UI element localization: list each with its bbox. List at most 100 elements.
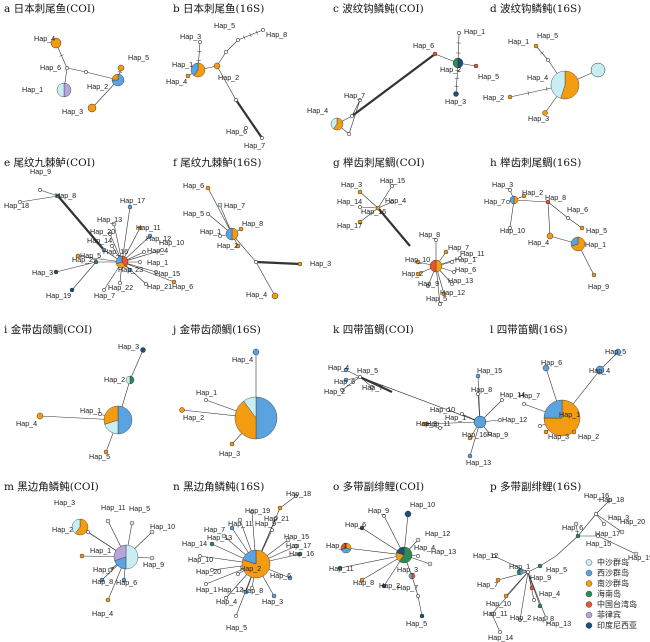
haplotype-node bbox=[508, 226, 512, 230]
haplotype-node bbox=[533, 43, 539, 49]
haplotype-label: Hap_21 bbox=[264, 514, 289, 523]
haplotype-label: Hap_17 bbox=[120, 196, 145, 205]
haplotype-node bbox=[271, 593, 277, 599]
haplotype-node bbox=[171, 279, 177, 285]
haplotype-label: Hap_17 bbox=[337, 221, 362, 230]
haplotype-label: Hap_1 bbox=[200, 227, 221, 236]
haplotype-node bbox=[381, 583, 387, 589]
network-edge bbox=[121, 261, 175, 283]
network-edge bbox=[129, 349, 144, 381]
haplotype-node bbox=[127, 204, 133, 210]
network-edge bbox=[595, 513, 623, 533]
haplotype-label: Hap_4 bbox=[307, 106, 328, 115]
network-edge bbox=[423, 421, 481, 425]
network-edge bbox=[509, 199, 515, 229]
haplotype-node bbox=[50, 37, 62, 49]
haplotype-label: Hap_7 bbox=[204, 525, 225, 534]
haplotype-node bbox=[457, 31, 461, 35]
network-edge bbox=[66, 67, 87, 73]
network-edge bbox=[595, 513, 605, 525]
network-edge bbox=[519, 571, 529, 621]
haplotype-node bbox=[274, 516, 278, 520]
haplotype-node bbox=[427, 561, 433, 567]
haplotype-node bbox=[507, 94, 513, 100]
network-edge bbox=[497, 571, 529, 581]
network-edge bbox=[527, 571, 547, 619]
haplotype-node bbox=[294, 544, 298, 548]
hub-node bbox=[509, 195, 519, 205]
haplotype-label: Hap_15 bbox=[284, 532, 309, 541]
network-edge bbox=[595, 499, 611, 515]
haplotype-label: Hap_2 bbox=[87, 82, 108, 91]
haplotype-label: Hap_5 bbox=[129, 504, 150, 513]
haplotype-label: Hap_4 bbox=[527, 73, 548, 82]
haplotype-label: Hap_3 bbox=[262, 597, 283, 606]
haplotype-node bbox=[137, 225, 143, 231]
haplotype-label: Hap_17 bbox=[286, 541, 311, 550]
haplotype-label: Hap_3 bbox=[492, 180, 513, 189]
haplotype-node bbox=[87, 103, 97, 113]
haplotype-label: Hap_9 bbox=[255, 519, 276, 528]
haplotype-label: Hap_3 bbox=[310, 259, 331, 268]
network-edge bbox=[71, 261, 97, 291]
hub-node bbox=[113, 544, 139, 570]
haplotype-label: Hap_3 bbox=[445, 97, 466, 106]
haplotype-node bbox=[103, 449, 109, 455]
haplotype-node bbox=[542, 364, 550, 372]
haplotype-label: Hap_1 bbox=[147, 258, 168, 267]
haplotype-label: Hap_6 bbox=[567, 205, 588, 214]
haplotype-node bbox=[358, 375, 362, 379]
network-edge bbox=[121, 249, 163, 263]
haplotype-node bbox=[350, 114, 354, 118]
haplotype-label: Hap_2 bbox=[440, 65, 461, 74]
network-edge bbox=[547, 201, 551, 237]
haplotype-label: Hap_6 bbox=[40, 63, 61, 72]
haplotype-label: Hap_3 bbox=[180, 32, 201, 41]
haplotype-label: Hap_4 bbox=[539, 589, 560, 598]
network-edge bbox=[55, 261, 97, 273]
haplotype-label: Hap_5 bbox=[128, 53, 149, 62]
haplotype-label: Hap_2 bbox=[217, 241, 238, 250]
panel-title-b: b 日本刺尾鱼(16S) bbox=[173, 2, 264, 15]
haplotype-node bbox=[198, 554, 202, 558]
haplotype-node bbox=[337, 565, 343, 571]
haplotype-label: Hap_7 bbox=[344, 91, 365, 100]
haplotype-label: Hap_10 bbox=[410, 500, 435, 509]
panel-title-m: m 黑边角鳞鲀(COI) bbox=[4, 480, 99, 493]
network-edge bbox=[351, 53, 436, 117]
legend-item: 中国台湾岛 bbox=[597, 599, 637, 609]
network-edge bbox=[361, 527, 405, 556]
haplotype-label: Hap_3 bbox=[341, 180, 362, 189]
hub-node bbox=[115, 255, 129, 269]
legend-swatch bbox=[585, 601, 593, 608]
network-edge bbox=[255, 260, 301, 266]
network-edge bbox=[411, 575, 419, 597]
haplotype-node bbox=[490, 612, 494, 616]
haplotype-label: Hap_5 bbox=[226, 623, 247, 632]
haplotype-node bbox=[426, 284, 430, 288]
haplotype-node bbox=[206, 212, 210, 216]
haplotype-node bbox=[111, 73, 125, 87]
haplotype-label: Hap_2 bbox=[578, 432, 599, 441]
hub-node bbox=[429, 259, 443, 273]
haplotype-node bbox=[277, 505, 283, 511]
haplotype-label: Hap_1 bbox=[509, 562, 530, 571]
haplotype-node bbox=[602, 522, 606, 526]
haplotype-label: Hap_18 bbox=[286, 489, 311, 498]
haplotype-node bbox=[614, 348, 622, 356]
haplotype-label: Hap_10 bbox=[430, 405, 455, 414]
haplotype-node bbox=[450, 260, 454, 264]
network-edge bbox=[339, 554, 405, 569]
legend-item: 菲律宾 bbox=[597, 610, 621, 620]
haplotype-node bbox=[127, 267, 133, 273]
legend-swatch bbox=[585, 559, 593, 566]
haplotype-label: Hap_9 bbox=[368, 506, 389, 515]
haplotype-label: Hap_5 bbox=[214, 21, 235, 30]
haplotype-node bbox=[522, 402, 526, 406]
haplotype-label: Hap_3 bbox=[54, 498, 75, 507]
haplotype-node bbox=[495, 577, 501, 583]
legend-swatch bbox=[585, 622, 593, 629]
haplotype-label: Hap_15 bbox=[477, 366, 502, 375]
